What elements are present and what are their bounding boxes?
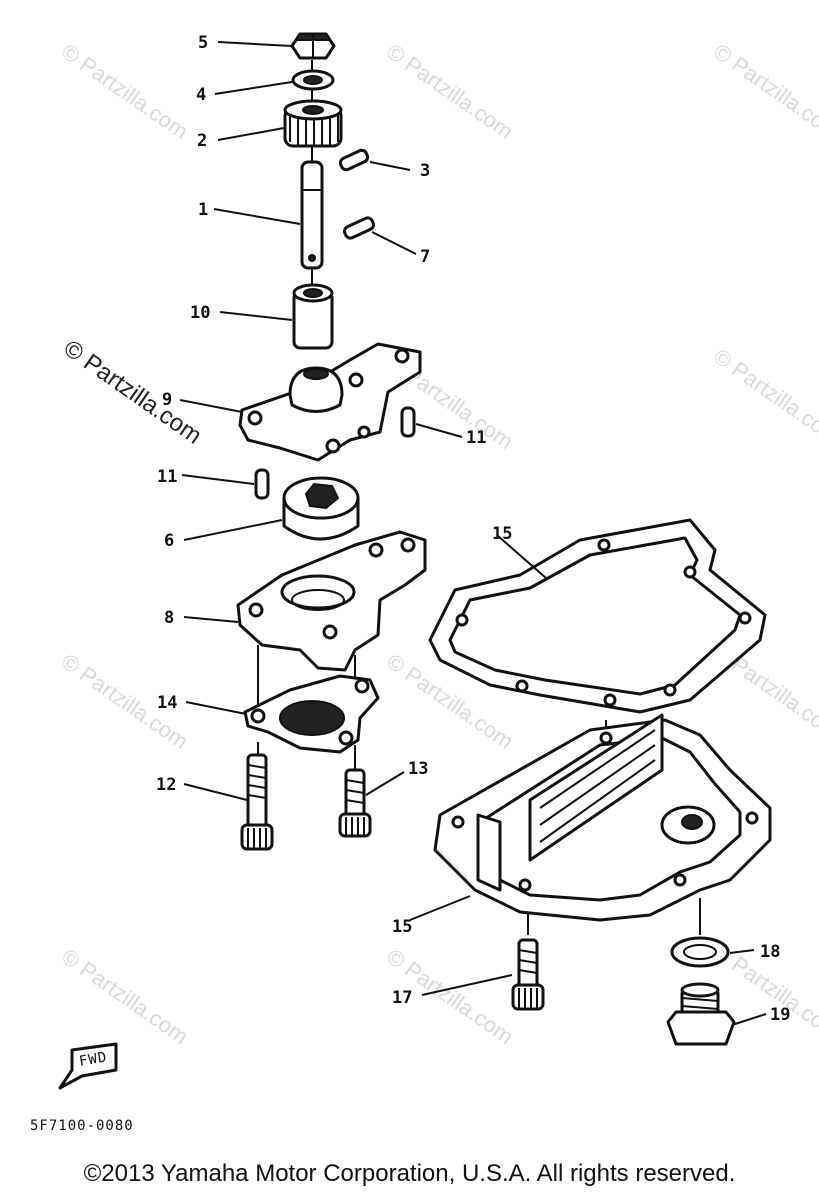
callout-16: 15 — [492, 524, 512, 544]
callout-18: 18 — [760, 942, 780, 962]
copyright-notice: ©2013 Yamaha Motor Corporation, U.S.A. A… — [83, 1160, 736, 1187]
callout-3: 3 — [420, 161, 430, 181]
part-1-shaft[interactable] — [300, 160, 324, 270]
callout-numbers: 5 4 2 3 1 7 10 9 11 11 6 15 8 14 12 13 1… — [156, 33, 790, 1025]
callout-11-right: 11 — [466, 428, 486, 448]
part-18-washer[interactable] — [670, 936, 730, 968]
callout-5: 5 — [198, 33, 208, 53]
part-11-dowel-left[interactable] — [254, 468, 270, 500]
callout-12: 12 — [156, 775, 176, 795]
leader-lines — [179, 41, 767, 1026]
callout-10: 10 — [190, 303, 210, 323]
callout-13: 13 — [408, 759, 428, 779]
part-19-drain-plug[interactable] — [666, 982, 736, 1046]
fwd-arrow-icon: FWD — [58, 1042, 118, 1090]
part-14-strainer[interactable] — [243, 674, 380, 754]
callout-6: 6 — [164, 531, 174, 551]
part-15-oil-pan[interactable] — [433, 713, 772, 922]
watermark: © Partzilla.com — [57, 39, 193, 145]
part-3-pin[interactable] — [338, 148, 370, 172]
callout-17: 17 — [392, 988, 412, 1008]
watermark: © Partzilla.com — [57, 944, 193, 1050]
part-13-bolt[interactable] — [338, 768, 372, 838]
part-17-bolt[interactable] — [511, 938, 545, 1011]
watermark: © Partzilla.com — [382, 39, 518, 145]
watermark-prominent: © Partzilla.com — [59, 335, 207, 450]
part-7-pin[interactable] — [343, 216, 375, 240]
part-4-washer[interactable] — [291, 69, 335, 91]
part-10-bushing[interactable] — [292, 283, 334, 350]
callout-4: 4 — [196, 85, 206, 105]
part-5-nut[interactable] — [290, 32, 336, 60]
part-16-gasket[interactable] — [428, 518, 767, 714]
part-2-gear[interactable] — [283, 99, 343, 148]
part-11-dowel-right[interactable] — [400, 406, 416, 438]
watermark: © Partzilla.com — [709, 39, 819, 145]
callout-11-left: 11 — [157, 467, 177, 487]
part-6-rotor[interactable] — [282, 476, 360, 541]
callout-15: 15 — [392, 917, 412, 937]
callout-8: 8 — [164, 608, 174, 628]
callout-1: 1 — [198, 200, 208, 220]
callout-14: 14 — [157, 693, 177, 713]
part-8-pump-body[interactable] — [236, 530, 427, 672]
watermark: © Partzilla.com — [709, 344, 819, 450]
callout-19: 19 — [770, 1005, 790, 1025]
callout-7: 7 — [420, 247, 430, 267]
part-9-pump-cover[interactable] — [238, 342, 422, 462]
part-12-bolt[interactable] — [240, 753, 274, 851]
fwd-label: FWD — [78, 1049, 109, 1070]
callout-9: 9 — [162, 390, 172, 410]
diagram-code: 5F7100-0080 — [30, 1118, 134, 1134]
callout-2: 2 — [197, 131, 207, 151]
